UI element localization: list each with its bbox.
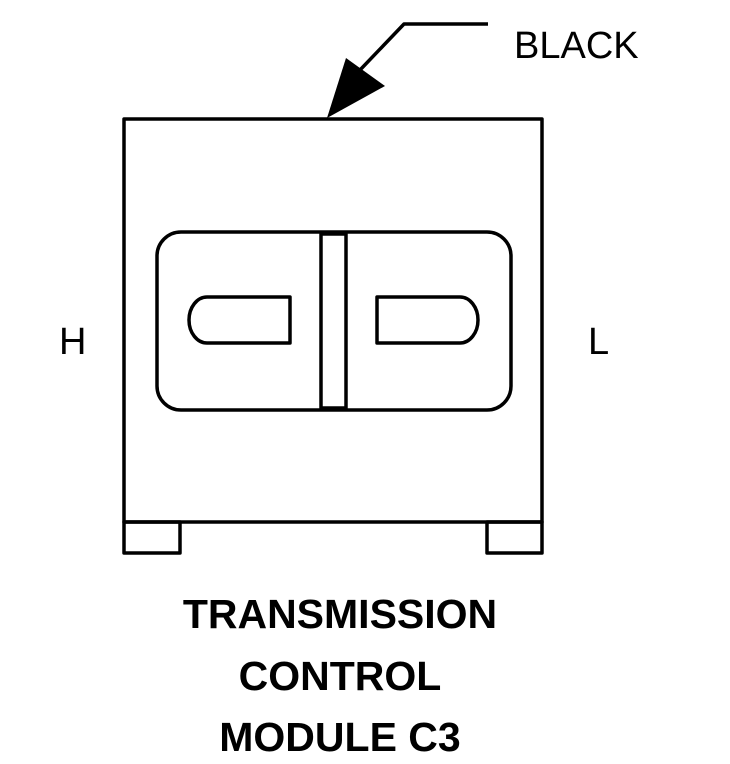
leader-line xyxy=(358,22,488,72)
diagram-title-line-1: TRANSMISSION xyxy=(183,591,497,637)
connector-foot-left xyxy=(122,520,182,555)
diagram-title-line-2: CONTROL xyxy=(239,653,442,699)
terminal-label-h: H xyxy=(59,321,86,363)
diagram-title-line-3: MODULE C3 xyxy=(219,714,460,760)
terminal-label-l: L xyxy=(588,321,609,363)
wire-color-label: BLACK xyxy=(514,25,639,67)
leader-arrowhead xyxy=(327,58,385,118)
terminal-slot-l xyxy=(375,295,480,345)
terminal-slot-h xyxy=(187,295,292,345)
terminal-cavity xyxy=(155,230,513,412)
connector-foot-right xyxy=(485,520,544,555)
center-divider xyxy=(319,232,348,410)
connector-body xyxy=(122,117,544,524)
